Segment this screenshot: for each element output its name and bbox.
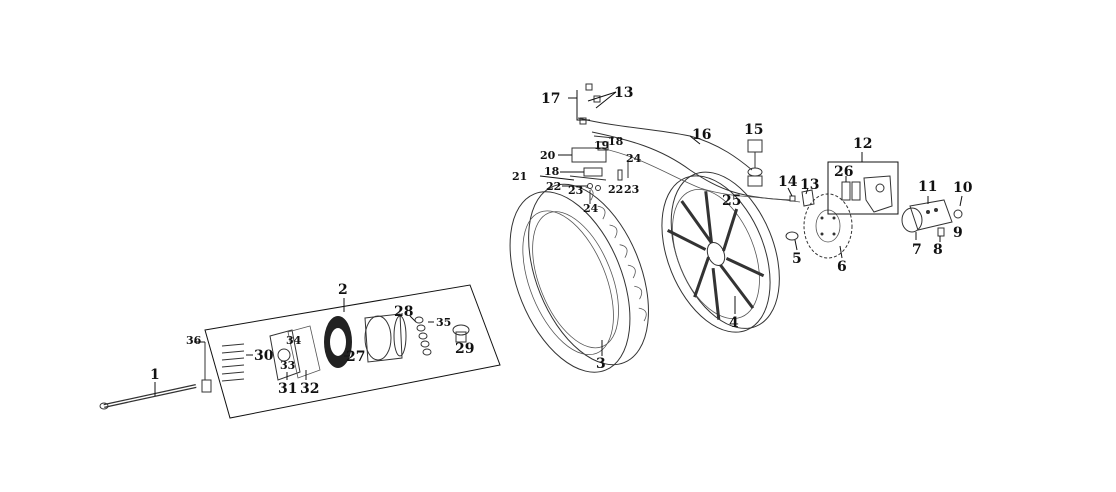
- callout-23-right: 23: [624, 183, 639, 196]
- callout-26: 26: [834, 164, 853, 180]
- callout-27: 27: [346, 349, 365, 365]
- callout-12: 12: [853, 136, 872, 152]
- leader-6: [839, 245, 843, 259]
- callout-6: 6: [837, 259, 847, 275]
- part-caliper: [841, 175, 893, 213]
- callout-14: 14: [778, 174, 798, 190]
- part-small-hardware: [569, 160, 629, 204]
- part-brake-hose: [577, 117, 801, 203]
- callout-29: 29: [455, 341, 474, 357]
- part-hub: [364, 313, 407, 363]
- callout-24-bottom: 24: [583, 202, 599, 215]
- part-sprocket: [324, 316, 352, 368]
- callout-28: 28: [394, 304, 413, 320]
- callout-16: 16: [692, 127, 711, 143]
- callout-32: 32: [300, 381, 319, 397]
- callout-5: 5: [792, 251, 802, 267]
- callout-18-top: 18: [608, 135, 624, 148]
- callout-36: 36: [186, 334, 202, 347]
- callout-8: 8: [933, 242, 943, 258]
- callout-3: 3: [596, 356, 606, 372]
- callout-25: 25: [722, 193, 741, 209]
- callout-11: 11: [918, 179, 937, 195]
- leader-14: [787, 187, 793, 197]
- leader-10: [959, 195, 963, 207]
- leader-13a-1: [587, 91, 617, 102]
- callout-2: 2: [338, 282, 348, 298]
- callout-18-mid: 18: [544, 165, 560, 178]
- callout-9: 9: [953, 225, 963, 241]
- part-bolt-5: [785, 231, 799, 241]
- leader-13b: [805, 187, 809, 195]
- callout-4: 4: [729, 315, 739, 331]
- callout-23-left: 23: [568, 184, 583, 197]
- callout-22-right: 22: [608, 183, 623, 196]
- callout-30: 30: [254, 348, 274, 364]
- part-banjo: [747, 139, 763, 187]
- callout-10: 10: [953, 180, 973, 196]
- part-hose-clamp: [579, 83, 601, 125]
- callout-17: 17: [541, 91, 560, 107]
- callout-20: 20: [540, 149, 556, 162]
- part-tire: [509, 183, 649, 373]
- hub-assembly-box: [204, 284, 501, 419]
- callout-1: 1: [150, 367, 160, 383]
- callout-7: 7: [912, 242, 922, 258]
- part-bracket: [789, 189, 815, 207]
- part-rim: [661, 171, 780, 333]
- part-washers: [414, 316, 432, 356]
- callout-34: 34: [286, 334, 302, 347]
- callout-22-left: 22: [546, 180, 561, 193]
- part-plate: [269, 325, 321, 381]
- part-bolts: [221, 343, 245, 382]
- callout-19: 19: [594, 139, 609, 152]
- part-carrier: [901, 199, 963, 237]
- callout-33: 33: [280, 359, 295, 372]
- callout-13-lower: 13: [800, 177, 819, 193]
- caliper-box: [827, 161, 899, 215]
- callout-13-top: 13: [614, 85, 633, 101]
- leader-13a-2: [595, 91, 617, 109]
- callout-24-top: 24: [626, 152, 642, 165]
- part-axle: [99, 379, 212, 410]
- callout-35: 35: [436, 316, 451, 329]
- leader-21: [539, 175, 575, 181]
- part-valve: [452, 324, 470, 343]
- callout-21: 21: [512, 170, 527, 183]
- callout-31: 31: [278, 381, 297, 397]
- leader-16: [689, 135, 701, 145]
- leader-5: [794, 239, 798, 251]
- callout-15: 15: [744, 122, 763, 138]
- leader-17: [576, 90, 590, 121]
